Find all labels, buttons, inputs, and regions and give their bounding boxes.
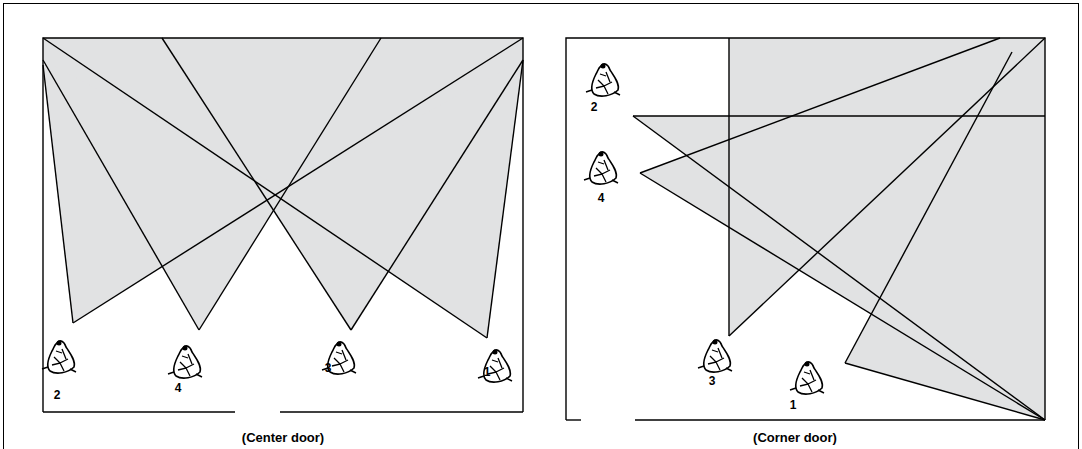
panel-caption: (Corner door) (753, 431, 837, 444)
callout-number: 1 (484, 366, 491, 378)
callout-number: 3 (325, 362, 332, 374)
callout-number: 1 (790, 399, 797, 411)
callout-number: 4 (175, 382, 182, 394)
callout-number: 3 (709, 375, 716, 387)
callout-number: 4 (598, 192, 605, 204)
callout-number: 2 (54, 389, 61, 401)
panel-caption: (Center door) (242, 431, 324, 444)
callout-number: 2 (591, 101, 598, 113)
